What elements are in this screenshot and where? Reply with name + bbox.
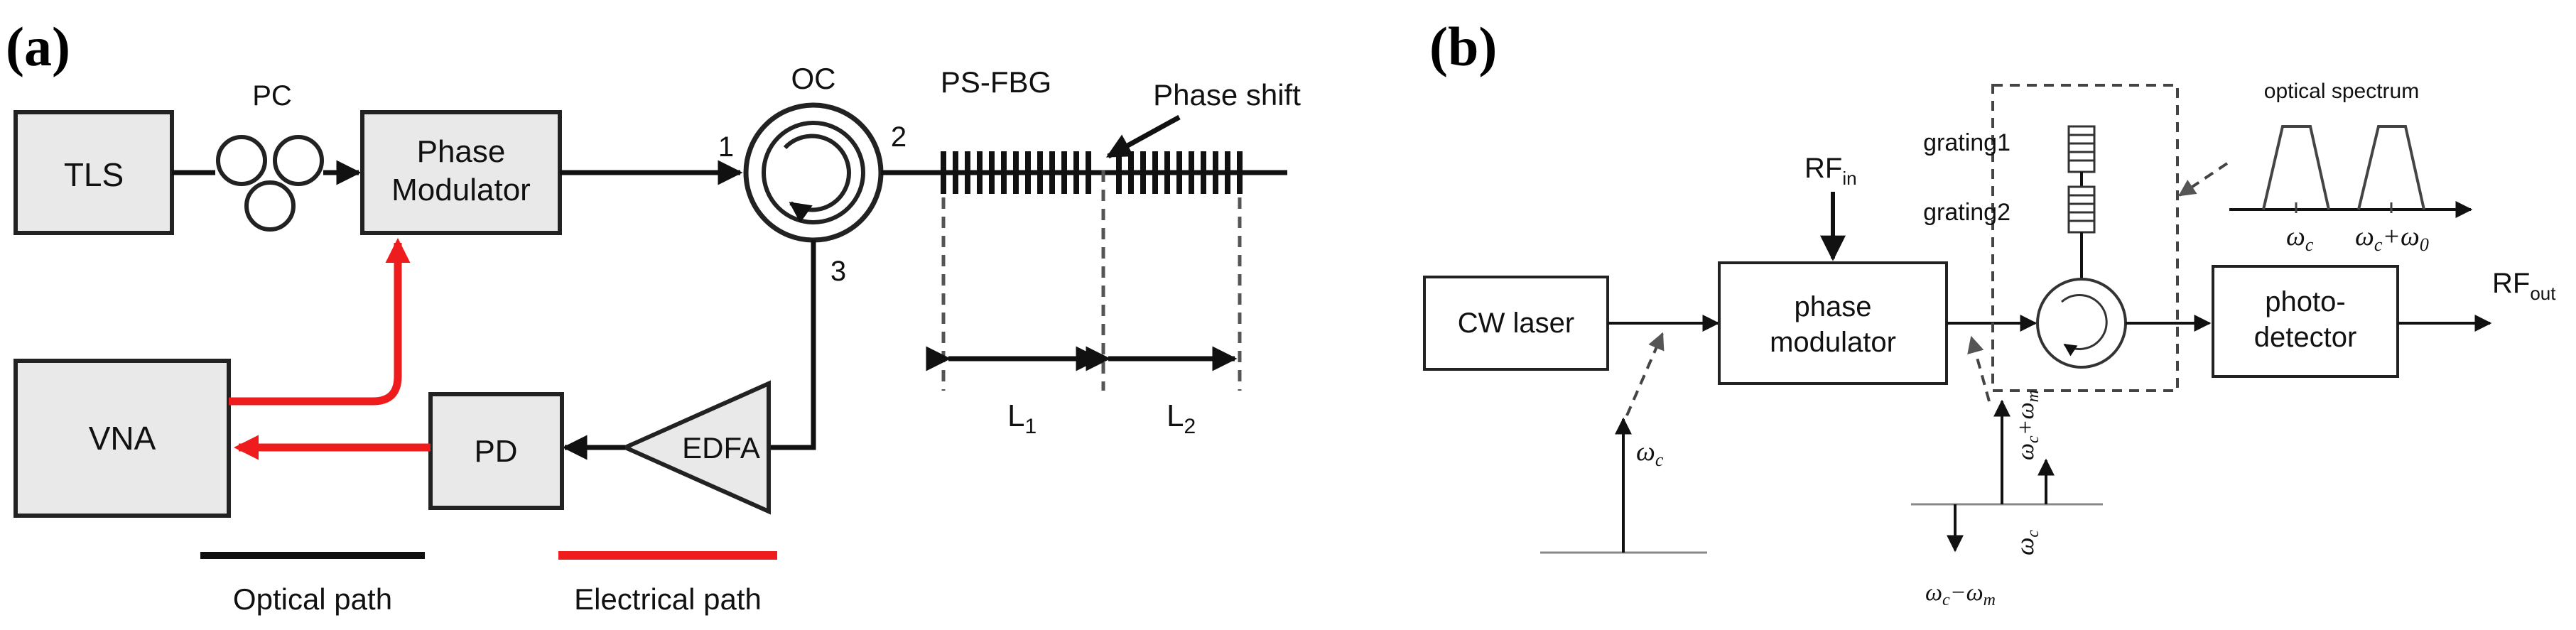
panel-b-label: (b) [1429,16,1497,77]
electrical-path-legend-label: Electrical path [574,582,762,616]
grating2-label: grating2 [1923,199,2011,226]
phase-shift-arrow [1105,114,1181,159]
rf-out-label: RFout [2492,268,2556,304]
spectrum-omega-c-label: ωc [2286,222,2314,255]
circulator-icon [2036,278,2127,369]
panel-a: (a) TLS PC Phase Modulator OC 1 2 3 [6,16,1301,616]
cw-laser-label: CW laser [1458,308,1574,339]
tls-label: TLS [64,156,124,193]
vna-box [13,359,231,518]
psfbg-label: PS-FBG [941,65,1051,99]
spectrum-carrier-peak [2262,125,2330,210]
vna-label: VNA [89,420,156,457]
spectrum-shifted-peak [2357,125,2425,210]
oc-port-3: 3 [830,256,846,287]
l1-label: L1 [1007,398,1037,438]
rf-in-label: RFin [1804,153,1857,189]
phase-modulator-label-2: Modulator [391,173,531,207]
optical-spectrum-label: optical spectrum [2264,80,2419,103]
bragg-grating-icon [941,151,1243,194]
photodetector-label-2: detector [2254,322,2357,353]
phase-modulator-box-b [1718,261,1948,385]
spectrum-omega-c0-label: ωc+ω0 [2355,222,2429,255]
pc-label: PC [252,80,292,112]
laser-omega-c-label: ωc [1636,437,1664,470]
edfa-label: EDFA [682,431,760,465]
pd-label: PD [474,434,517,469]
pm-omega-c-label: ωc [2011,530,2042,555]
laser-spectrum-pointer [1625,332,1665,416]
optical-path-legend-label: Optical path [233,582,392,616]
polarization-controller-icon [216,135,324,232]
cw-laser-box [1423,276,1609,371]
phase-modulator-b-label-1: phase [1795,291,1872,322]
oc-port-1: 1 [718,131,734,163]
phase-shift-label: Phase shift [1153,78,1301,112]
panel-b: (b) CW laser phase modulator RFin gratin… [1423,16,2556,609]
edfa-amplifier-icon [619,380,771,515]
pd-box [428,392,564,510]
phase-modulator-b-label-2: modulator [1770,327,1896,358]
tls-box [13,110,174,235]
photodetector-label-1: photo- [2265,286,2345,317]
grating1-icon [2067,125,2096,173]
photodetector-box [2212,265,2399,378]
pm-omega-cm-plus-label: ωc+ωm [2013,390,2042,460]
grating1-label: grating1 [1923,129,2011,156]
vna-to-modulator-electrical-path [229,237,411,406]
panel-a-label: (a) [6,16,70,77]
filter-dashed-box [1991,84,2179,392]
pm-omega-cm-minus-label: ωc−ωm [1925,580,1996,609]
oc-to-edfa-line [769,240,816,450]
grating2-icon [2067,185,2096,234]
pm-spectrum-pointer [1967,335,1991,402]
optical-circulator-icon [743,102,884,243]
oc-label: OC [791,62,836,95]
l2-label: L2 [1167,398,1196,438]
phase-modulator-label-1: Phase [417,134,506,169]
spectrum-pointer-arrow [2178,162,2229,197]
oc-port-2: 2 [891,121,907,153]
